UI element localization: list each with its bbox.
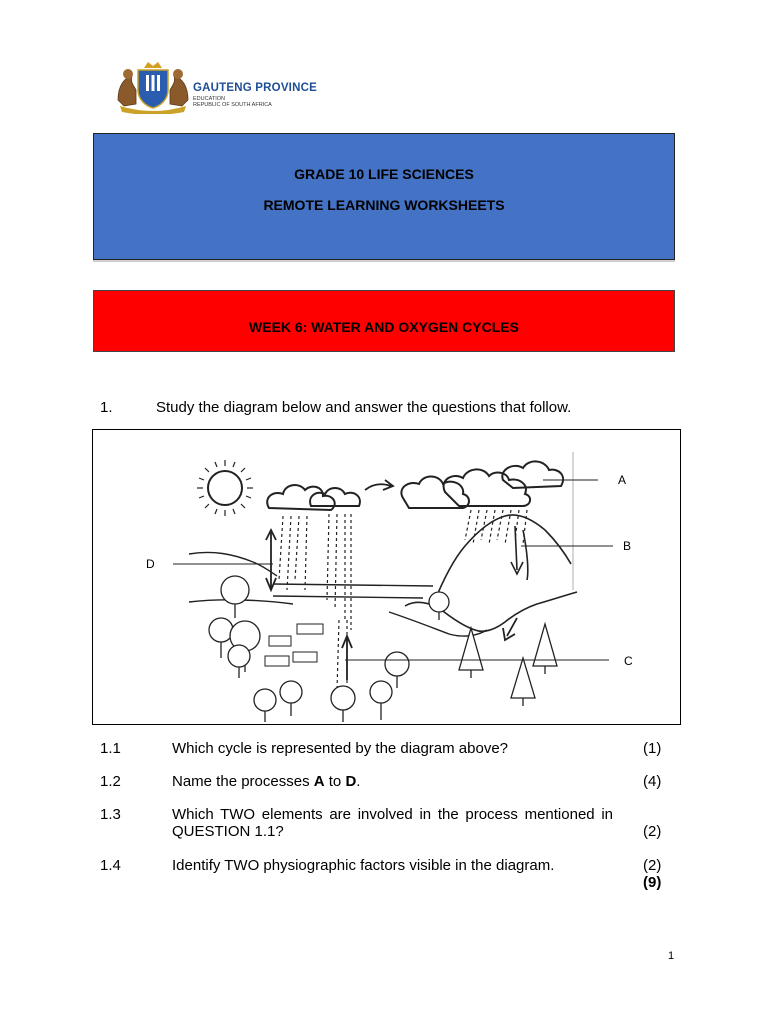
cloud-icon <box>400 460 565 509</box>
tree-icon <box>369 680 393 720</box>
subquestion-number: 1.4 <box>100 857 121 874</box>
subquestion-mark: (2) <box>643 823 662 840</box>
coat-of-arms-icon <box>117 62 189 114</box>
tree-icon <box>279 680 303 716</box>
tree-icon <box>330 685 356 722</box>
cloud-icon <box>266 484 361 512</box>
tree-icon <box>384 651 410 688</box>
week-title: WEEK 6: WATER AND OXYGEN CYCLES <box>249 319 519 335</box>
grade-title: GRADE 10 LIFE SCIENCES <box>294 166 474 182</box>
page-number: 1 <box>668 950 675 962</box>
subquestion-text: Identify TWO physiographic factors visib… <box>172 857 555 874</box>
logo-subtitle-education: EDUCATION <box>193 96 225 102</box>
subquestion-text: Which TWO elements are involved in the p… <box>172 806 613 840</box>
gauteng-logo: GAUTENG PROVINCE EDUCATION REPUBLIC OF S… <box>114 60 324 114</box>
logo-subtitle-country: REPUBLIC OF SOUTH AFRICA <box>193 102 272 108</box>
title-banner: GRADE 10 LIFE SCIENCES REMOTE LEARNING W… <box>93 133 675 260</box>
subquestion-text: Which cycle is represented by the diagra… <box>172 740 509 757</box>
total-mark: (9) <box>643 874 662 891</box>
tree-icon <box>220 575 250 618</box>
subquestion-mark: (4) <box>643 773 662 790</box>
label-a: A <box>618 473 627 487</box>
question-instruction: Study the diagram below and answer the q… <box>156 399 572 416</box>
tree-icon <box>227 644 251 678</box>
water-cycle-diagram: A B D C <box>92 429 681 725</box>
pine-tree-icon <box>532 621 558 674</box>
label-c: C <box>624 654 633 668</box>
subquestion-mark: (1) <box>643 740 662 757</box>
subquestion-number: 1.2 <box>100 773 121 790</box>
sun-icon <box>197 460 253 516</box>
label-b: B <box>623 539 632 553</box>
subquestion-mark: (2) <box>643 857 662 874</box>
tree-icon <box>253 688 277 722</box>
logo-title: GAUTENG PROVINCE <box>193 82 317 94</box>
tree-icon <box>208 617 234 658</box>
pine-tree-icon <box>510 655 536 706</box>
subquestion-number: 1.3 <box>100 806 121 823</box>
pine-tree-icon <box>458 625 484 678</box>
water-cycle-illustration <box>173 452 613 722</box>
subquestion-text: Name the processes A to D. <box>172 773 361 790</box>
worksheet-title: REMOTE LEARNING WORKSHEETS <box>263 197 505 213</box>
week-banner: WEEK 6: WATER AND OXYGEN CYCLES <box>93 290 675 352</box>
subquestion-number: 1.1 <box>100 740 121 757</box>
question-number: 1. <box>100 399 113 416</box>
label-d: D <box>146 557 155 571</box>
tree-icon <box>428 591 450 620</box>
